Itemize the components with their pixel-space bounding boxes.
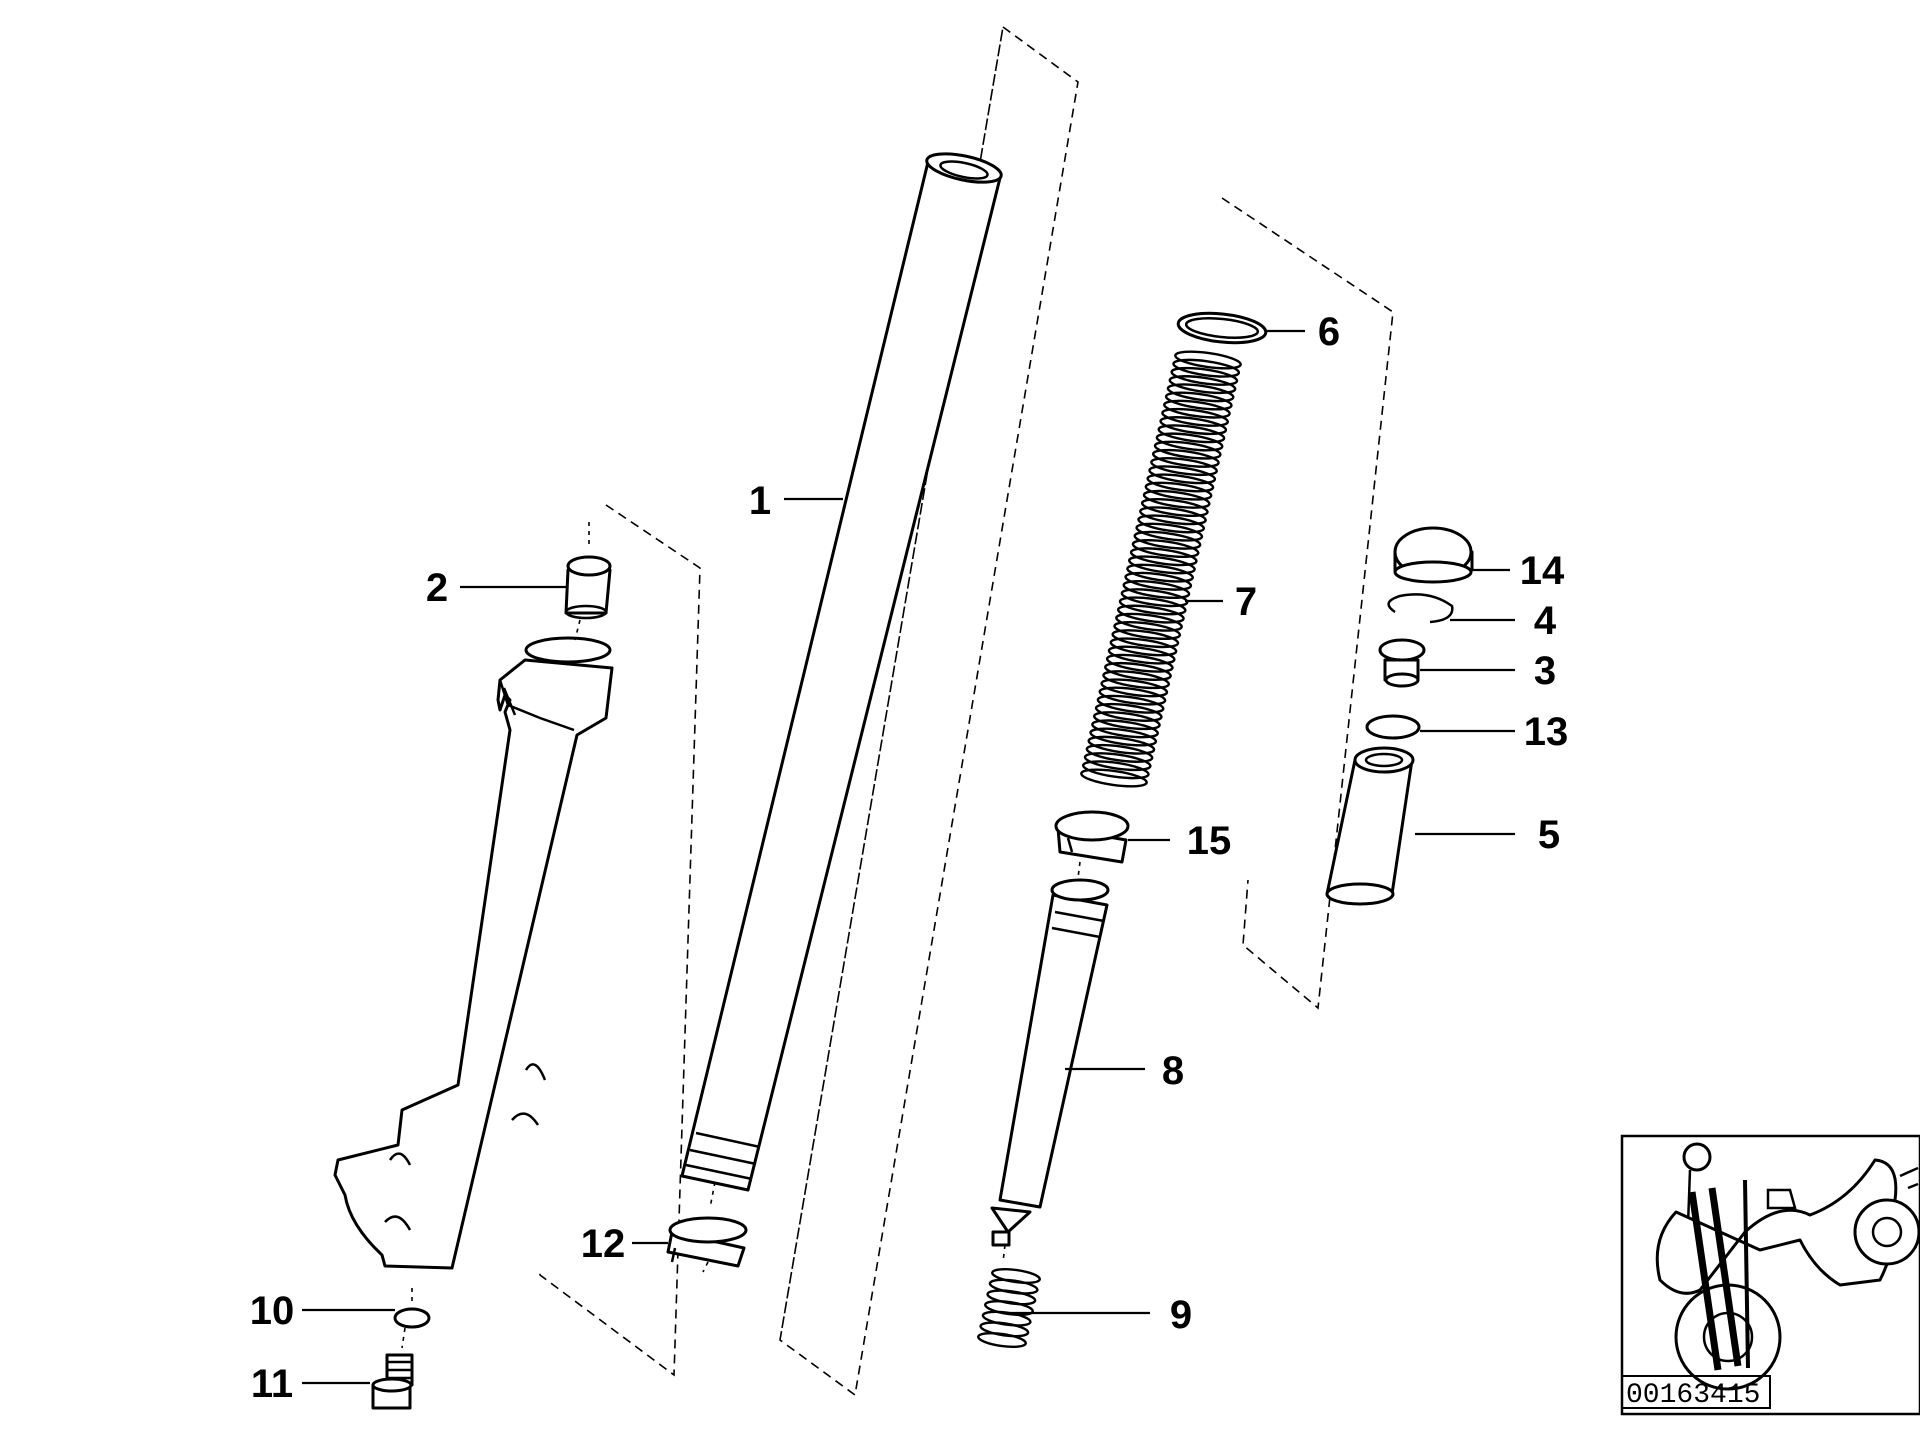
spring-coil	[988, 1278, 1039, 1295]
reference-number: 00163415	[1626, 1380, 1760, 1411]
spring-coil	[1174, 350, 1242, 370]
locator-thumbnail: 00163415	[1620, 1134, 1920, 1416]
spring-coil	[1164, 391, 1233, 411]
spring-coil	[1135, 522, 1204, 542]
part-9-rebound-spring	[977, 1267, 1041, 1349]
part-8-damper-rod	[990, 878, 1110, 1247]
part-3-valve	[1378, 638, 1426, 688]
spring-coil	[1155, 432, 1224, 452]
spring-coil	[986, 1289, 1037, 1306]
spring-coil	[1129, 547, 1198, 567]
callout-13: 13	[1524, 710, 1569, 754]
spring-coil	[1163, 399, 1231, 419]
callout-5: 5	[1538, 813, 1560, 857]
part-10-o-ring	[393, 1307, 431, 1329]
spring-coil	[1109, 637, 1178, 657]
spring-coil	[1161, 407, 1229, 427]
part-13-o-ring	[1365, 714, 1421, 740]
part-1-fork-tube	[680, 152, 1003, 1192]
spring-coil	[1105, 653, 1174, 673]
spring-coil	[979, 1321, 1030, 1338]
spring-coil	[1116, 604, 1185, 624]
spring-coil	[1157, 424, 1226, 444]
spring-coil	[1115, 612, 1183, 632]
lower-slider	[333, 636, 614, 1270]
spring-coil	[1148, 465, 1217, 485]
spring-coil	[1153, 440, 1222, 460]
callout-8: 8	[1162, 1049, 1184, 1093]
spring-coil	[1091, 719, 1159, 739]
part-4-circlip	[1387, 593, 1454, 624]
spring-coil	[1131, 538, 1200, 559]
spring-coil	[1080, 768, 1148, 788]
callout-labels: 1 2 3 4 5 6 7 8 9 10 11 12 13 14 15	[250, 310, 1569, 1406]
part-2-bushing	[564, 555, 612, 620]
spring-coil	[1146, 473, 1215, 493]
alignment-axes	[401, 522, 1081, 1349]
callout-12: 12	[581, 1222, 626, 1266]
spring-coil	[977, 1331, 1027, 1349]
spring-coil	[1118, 596, 1187, 616]
callout-1: 1	[749, 479, 771, 523]
spring-coil	[1128, 555, 1196, 575]
spring-coil	[1093, 711, 1161, 731]
spring-coil	[1144, 481, 1213, 501]
spring-coil	[1087, 735, 1156, 755]
spring-coil	[1168, 375, 1237, 395]
spring-coil	[1083, 752, 1152, 772]
spring-coil	[1159, 416, 1228, 436]
spring-coil	[1085, 743, 1154, 763]
spring-coil	[1172, 358, 1241, 378]
spring-coil	[1124, 571, 1193, 591]
part-6-washer	[1176, 311, 1268, 345]
part-5-sleeve	[1325, 746, 1415, 906]
callout-3: 3	[1534, 649, 1556, 693]
spring-coil	[984, 1299, 1034, 1317]
spring-coil	[991, 1267, 1041, 1285]
spring-coil	[1140, 498, 1209, 518]
callout-6: 6	[1318, 310, 1340, 354]
callout-14: 14	[1520, 549, 1565, 593]
part-12-guide-ring	[666, 1216, 748, 1268]
spring-coil	[1081, 760, 1150, 780]
spring-coil	[1111, 629, 1180, 649]
callout-4: 4	[1534, 599, 1557, 643]
callout-10: 10	[250, 1289, 295, 1333]
part-14-cap	[1393, 526, 1474, 584]
spring-coil	[1151, 448, 1220, 468]
spring-coil	[1142, 489, 1211, 509]
spring-coil	[1098, 686, 1167, 706]
leader-lines	[302, 329, 1515, 1385]
spring-coil	[1113, 620, 1182, 640]
part-15-guide-bushing	[1054, 810, 1130, 864]
spring-coil	[1139, 506, 1207, 526]
callout-2: 2	[426, 566, 448, 610]
spring-coil	[1126, 563, 1194, 583]
part-7-fork-spring	[1080, 350, 1242, 788]
spring-coil	[1107, 645, 1176, 665]
callout-11: 11	[251, 1362, 293, 1406]
spring-coil	[1100, 678, 1169, 698]
spring-coil	[1150, 457, 1218, 477]
spring-coil	[1104, 661, 1172, 681]
spring-coil	[1170, 366, 1239, 386]
spring-coil	[1094, 702, 1163, 722]
spring-coil	[1133, 530, 1202, 550]
spring-coil	[1166, 383, 1235, 403]
callout-9: 9	[1170, 1293, 1192, 1337]
part-11-bolt	[371, 1353, 414, 1410]
spring-coil	[1122, 579, 1191, 600]
spring-coil	[1120, 588, 1189, 608]
spring-coil	[1096, 694, 1165, 714]
spring-coil	[1089, 727, 1158, 747]
spring-coil	[1102, 670, 1171, 690]
callout-15: 15	[1187, 819, 1232, 863]
callout-7: 7	[1235, 580, 1257, 624]
spring-coil	[1137, 514, 1206, 534]
motorcycle-fork-locator-icon	[1655, 1142, 1920, 1391]
